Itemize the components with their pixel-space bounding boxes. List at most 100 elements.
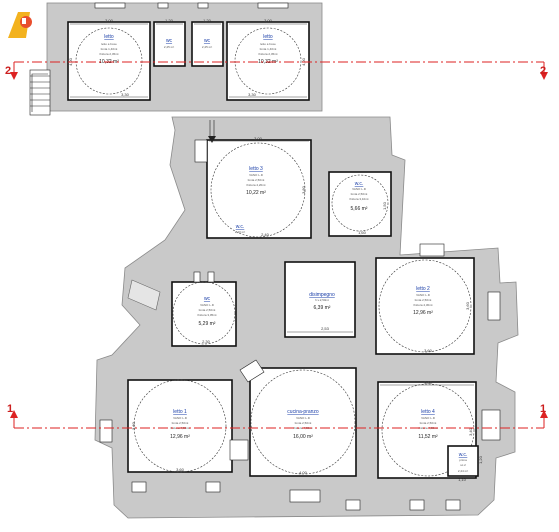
svg-text:sc.2: sc.2	[460, 463, 466, 467]
svg-text:1,10: 1,10	[458, 477, 467, 482]
svg-text:3,60: 3,60	[424, 380, 433, 385]
svg-text:fonta 2,50mt: fonta 2,50mt	[248, 178, 265, 182]
svg-text:fonta 2,50mt: fonta 2,50mt	[415, 298, 432, 302]
svg-text:1,50: 1,50	[382, 201, 387, 210]
svg-text:3,30: 3,30	[248, 92, 257, 97]
svg-text:3,00: 3,00	[105, 18, 114, 23]
section-line-1: 1 1	[7, 403, 548, 429]
vent-1	[193, 271, 201, 283]
svg-text:5,29 m²: 5,29 m²	[199, 321, 216, 327]
svg-text:VANO L.D: VANO L.D	[421, 416, 436, 420]
svg-text:letto: letto	[263, 34, 273, 40]
room-letto-top-right: letto letto a boxe fonta 1,40mt finitura…	[226, 21, 310, 101]
svg-text:VANO L.D: VANO L.D	[249, 173, 264, 177]
svg-text:1: 1	[540, 403, 546, 415]
room-wc-bottom: w.c. prima sc.2 2,44 m² 1,10 1,20	[447, 445, 483, 482]
window-letto-2-top	[419, 243, 445, 257]
svg-text:3,60: 3,60	[465, 301, 470, 310]
svg-text:h.v.2,50mt: h.v.2,50mt	[315, 298, 329, 302]
svg-text:3,40: 3,40	[468, 427, 473, 436]
top-windows	[94, 2, 289, 9]
room-letto-1: letto 1 VANO L.D fonta 2,50mt finitura 4…	[127, 379, 233, 473]
svg-text:3,60: 3,60	[176, 467, 185, 472]
svg-text:VANO L.D: VANO L.D	[296, 416, 311, 420]
arrow-down-icon	[208, 136, 216, 143]
svg-text:letto 3: letto 3	[249, 166, 263, 172]
svg-text:fonta 2,50mt: fonta 2,50mt	[295, 421, 312, 425]
svg-text:1,20: 1,20	[165, 18, 174, 23]
svg-text:wc: wc	[166, 38, 173, 44]
svg-text:1,20: 1,20	[203, 18, 212, 23]
window-letto-4	[481, 409, 501, 441]
svg-text:2,44 m²: 2,44 m²	[458, 469, 468, 473]
svg-text:VANO L.D: VANO L.D	[352, 187, 367, 191]
svg-text:w.c.: w.c.	[355, 181, 364, 187]
letto-3-dimensions: 3,00 3,80 2,40	[209, 136, 309, 237]
logo-icon	[8, 12, 32, 38]
svg-text:wc: wc	[204, 296, 211, 302]
svg-text:finitura 3,05mt: finitura 3,05mt	[197, 313, 216, 317]
svg-text:1,60: 1,60	[358, 230, 367, 235]
room-wc-top-1: wc 2,45 m²	[153, 21, 186, 67]
svg-text:fonta 1,40mt: fonta 1,40mt	[101, 47, 118, 51]
stairs	[29, 69, 51, 116]
svg-text:cucina-pranzo: cucina-pranzo	[287, 409, 319, 415]
svg-text:2,40 m²: 2,40 m²	[235, 230, 245, 234]
svg-text:2,40: 2,40	[261, 232, 270, 237]
room-letto-4: letto 4 VANO L.D fonta 2,50mt finitura 4…	[377, 380, 477, 479]
svg-text:12,96 m²: 12,96 m²	[413, 310, 433, 316]
svg-text:finitura 2,45mt: finitura 2,45mt	[258, 52, 277, 56]
svg-text:4,00: 4,00	[299, 470, 308, 475]
svg-text:letto a boxe: letto a boxe	[260, 42, 276, 46]
svg-text:3,60: 3,60	[424, 348, 433, 353]
svg-text:2,30: 2,30	[202, 339, 211, 344]
svg-text:VANO L.D: VANO L.D	[416, 293, 431, 297]
svg-text:fonta 1,40mt: fonta 1,40mt	[260, 47, 277, 51]
bottom-fixtures	[131, 481, 461, 511]
svg-text:3,00: 3,00	[254, 136, 263, 141]
room-letto-top-left: letto letto a boxe fonta 1,40mt finitura…	[67, 21, 151, 101]
room-cucina-pranzo: cucina-pranzo VANO L.D fonta 2,50mt fini…	[249, 367, 357, 477]
door-cucina	[229, 439, 249, 461]
room-wc-right: w.c. VANO L.D fonta 2,50mt finitura 3,10…	[328, 171, 392, 237]
svg-text:fonta 2,50mt: fonta 2,50mt	[172, 421, 189, 425]
svg-text:w.c.: w.c.	[236, 224, 245, 230]
room-letto-2: letto 2 VANO L.D fonta 2,50mt finitura 4…	[375, 257, 475, 355]
svg-text:w.c.: w.c.	[459, 452, 468, 458]
room-disimpegno: disimpegno h.v.2,50mt 6,39 m² 2,53	[284, 261, 356, 338]
svg-text:6,39 m²: 6,39 m²	[314, 305, 331, 311]
room-wc-mid: wc VANO L.D fonta 2,50mt finitura 3,05mt…	[171, 281, 237, 347]
svg-text:disimpegno: disimpegno	[309, 292, 335, 298]
room-wc-small: w.c. 2,40 m²	[235, 224, 245, 234]
svg-text:2: 2	[540, 65, 546, 77]
vent-2	[207, 271, 215, 283]
room-wc-top-2: wc 2,45 m²	[191, 21, 224, 67]
svg-text:12,96 m²: 12,96 m²	[170, 434, 190, 440]
svg-text:fonta 2,50mt: fonta 2,50mt	[351, 192, 368, 196]
svg-text:fonta 2,50mt: fonta 2,50mt	[199, 308, 216, 312]
svg-text:3,80: 3,80	[301, 185, 306, 194]
corridor-lines	[209, 120, 215, 138]
svg-text:finitura 4,20mt: finitura 4,20mt	[246, 183, 265, 187]
svg-text:letto 4: letto 4	[421, 409, 435, 415]
svg-text:VANO L.D: VANO L.D	[200, 303, 215, 307]
svg-text:letto 2: letto 2	[416, 286, 430, 292]
niche	[127, 279, 161, 311]
svg-text:letto: letto	[104, 34, 114, 40]
svg-text:letto 1: letto 1	[173, 409, 187, 415]
svg-text:16,00 m²: 16,00 m²	[293, 434, 313, 440]
svg-text:3,30: 3,30	[121, 92, 130, 97]
svg-text:3,60: 3,60	[131, 421, 136, 430]
svg-text:letto a boxe: letto a boxe	[101, 42, 117, 46]
svg-text:fonta 2,50mt: fonta 2,50mt	[420, 421, 437, 425]
svg-text:1: 1	[7, 403, 13, 415]
svg-text:wc: wc	[204, 38, 211, 44]
svg-text:10,22 m²: 10,22 m²	[246, 190, 266, 196]
svg-text:VANO L.D: VANO L.D	[173, 416, 188, 420]
svg-text:2,45 m²: 2,45 m²	[164, 45, 174, 49]
window-letto-2	[487, 291, 501, 321]
stair-connector	[194, 139, 208, 163]
svg-text:2,53: 2,53	[321, 326, 330, 331]
svg-text:1,20: 1,20	[478, 455, 483, 464]
